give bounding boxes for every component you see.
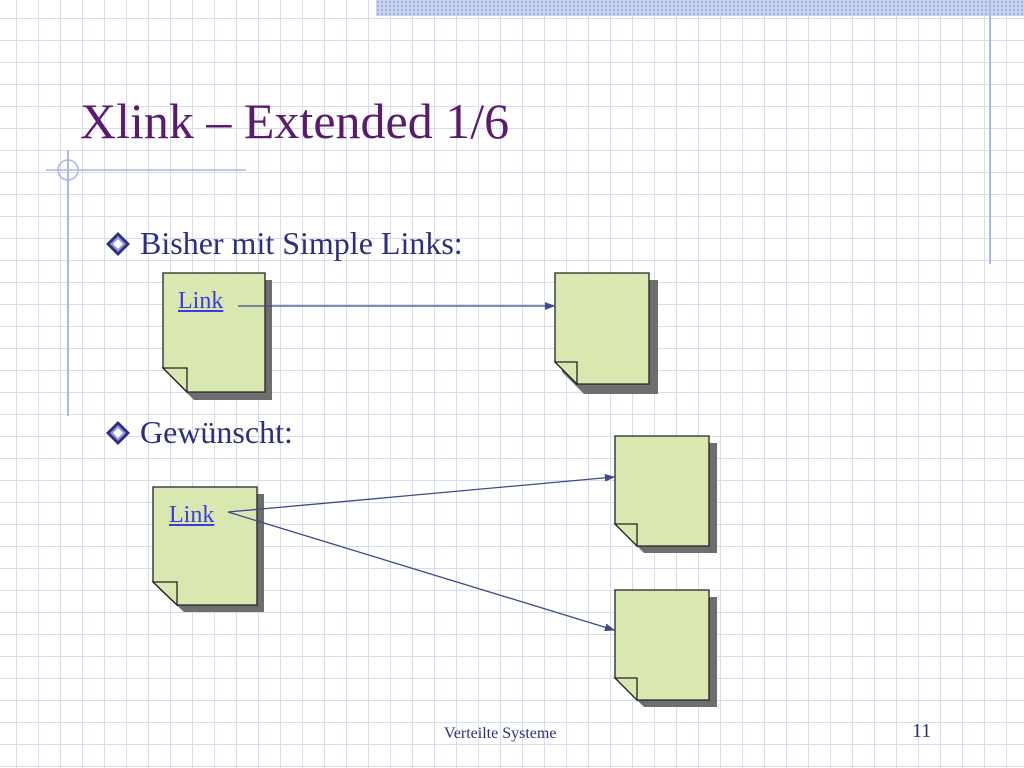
page-number: 11 [912,720,932,742]
top-decor-band [376,0,1024,16]
target-document-icon [613,435,717,553]
bullet-text: Gewünscht: [140,414,293,450]
bullet-text: Bisher mit Simple Links: [140,225,463,261]
simple-link-label[interactable]: Link [178,288,224,314]
bullet-desired: Gewünscht: [104,414,293,451]
source-document-icon [161,272,272,400]
right-decor-line [989,0,991,264]
slide-title: Xlink – Extended 1/6 [80,93,510,149]
diamond-bullet-icon [106,420,130,445]
target-document-icon [613,589,717,707]
footer-title: Verteilte Systeme [444,725,557,742]
target-document-icon [553,272,658,394]
source-document-icon [151,486,264,612]
diamond-bullet-icon [106,231,130,256]
extended-link-label[interactable]: Link [169,502,215,528]
extended-link-arrow-lower [227,511,616,632]
bullet-simple-links: Bisher mit Simple Links: [104,225,463,262]
extended-link-arrow-upper [227,473,616,513]
